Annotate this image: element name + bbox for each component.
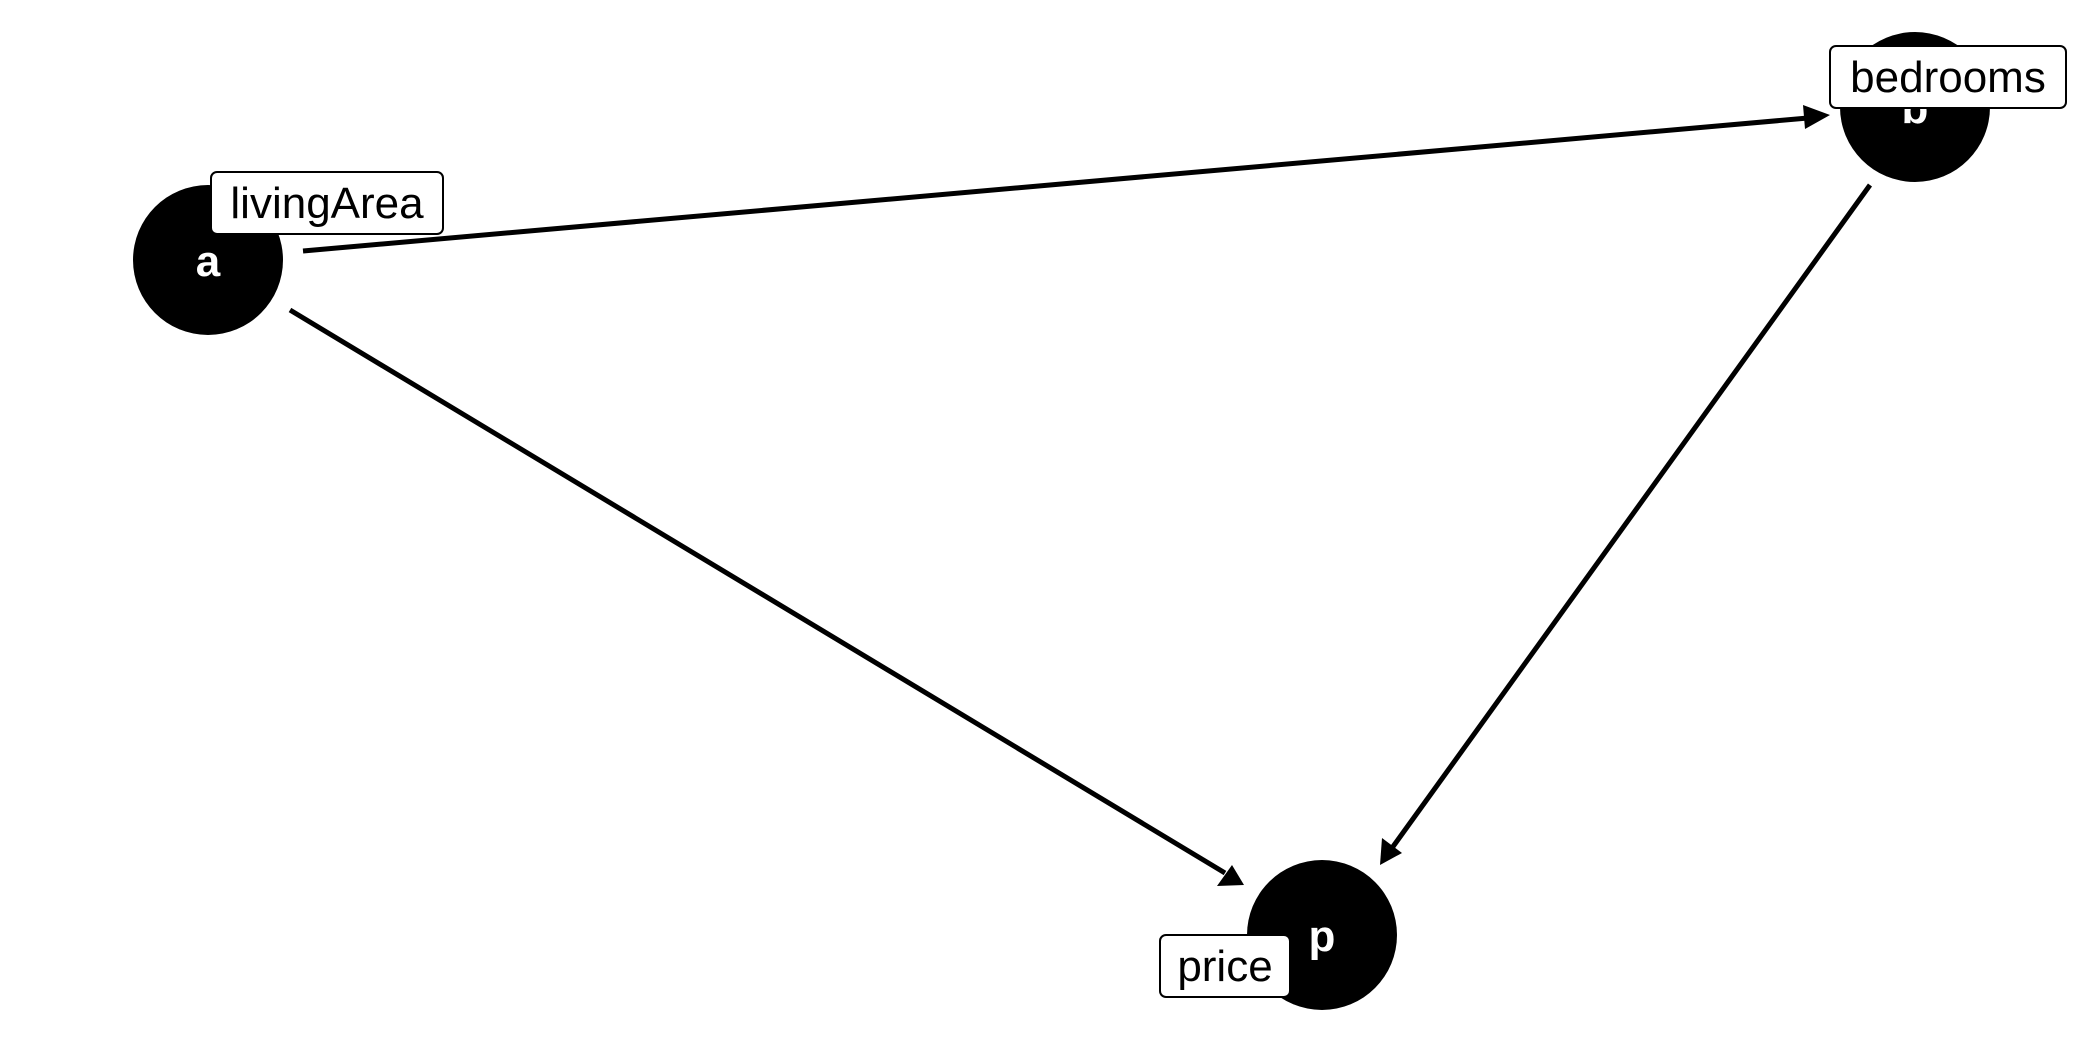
node-label-bedrooms: bedrooms: [1829, 45, 2067, 109]
node-letter-price: p: [1309, 912, 1336, 961]
edges: [288, 105, 1873, 886]
node-label-text-price: price: [1177, 942, 1272, 991]
node-bedrooms: b bedrooms: [1829, 32, 2067, 182]
edge-livingarea-to-price: [288, 307, 1244, 886]
node-letter-livingarea: a: [196, 237, 221, 286]
node-price: p price: [1159, 860, 1397, 1010]
node-label-text-bedrooms: bedrooms: [1850, 53, 2046, 102]
nodes: a livingArea b bedrooms p price: [133, 32, 2067, 1010]
node-label-text-livingarea: livingArea: [230, 179, 424, 228]
edge-bedrooms-to-price: [1380, 183, 1873, 865]
node-label-livingarea: livingArea: [210, 171, 444, 235]
node-livingarea: a livingArea: [133, 171, 444, 335]
edge-livingarea-to-bedrooms: [302, 105, 1830, 254]
node-label-price: price: [1159, 934, 1291, 998]
